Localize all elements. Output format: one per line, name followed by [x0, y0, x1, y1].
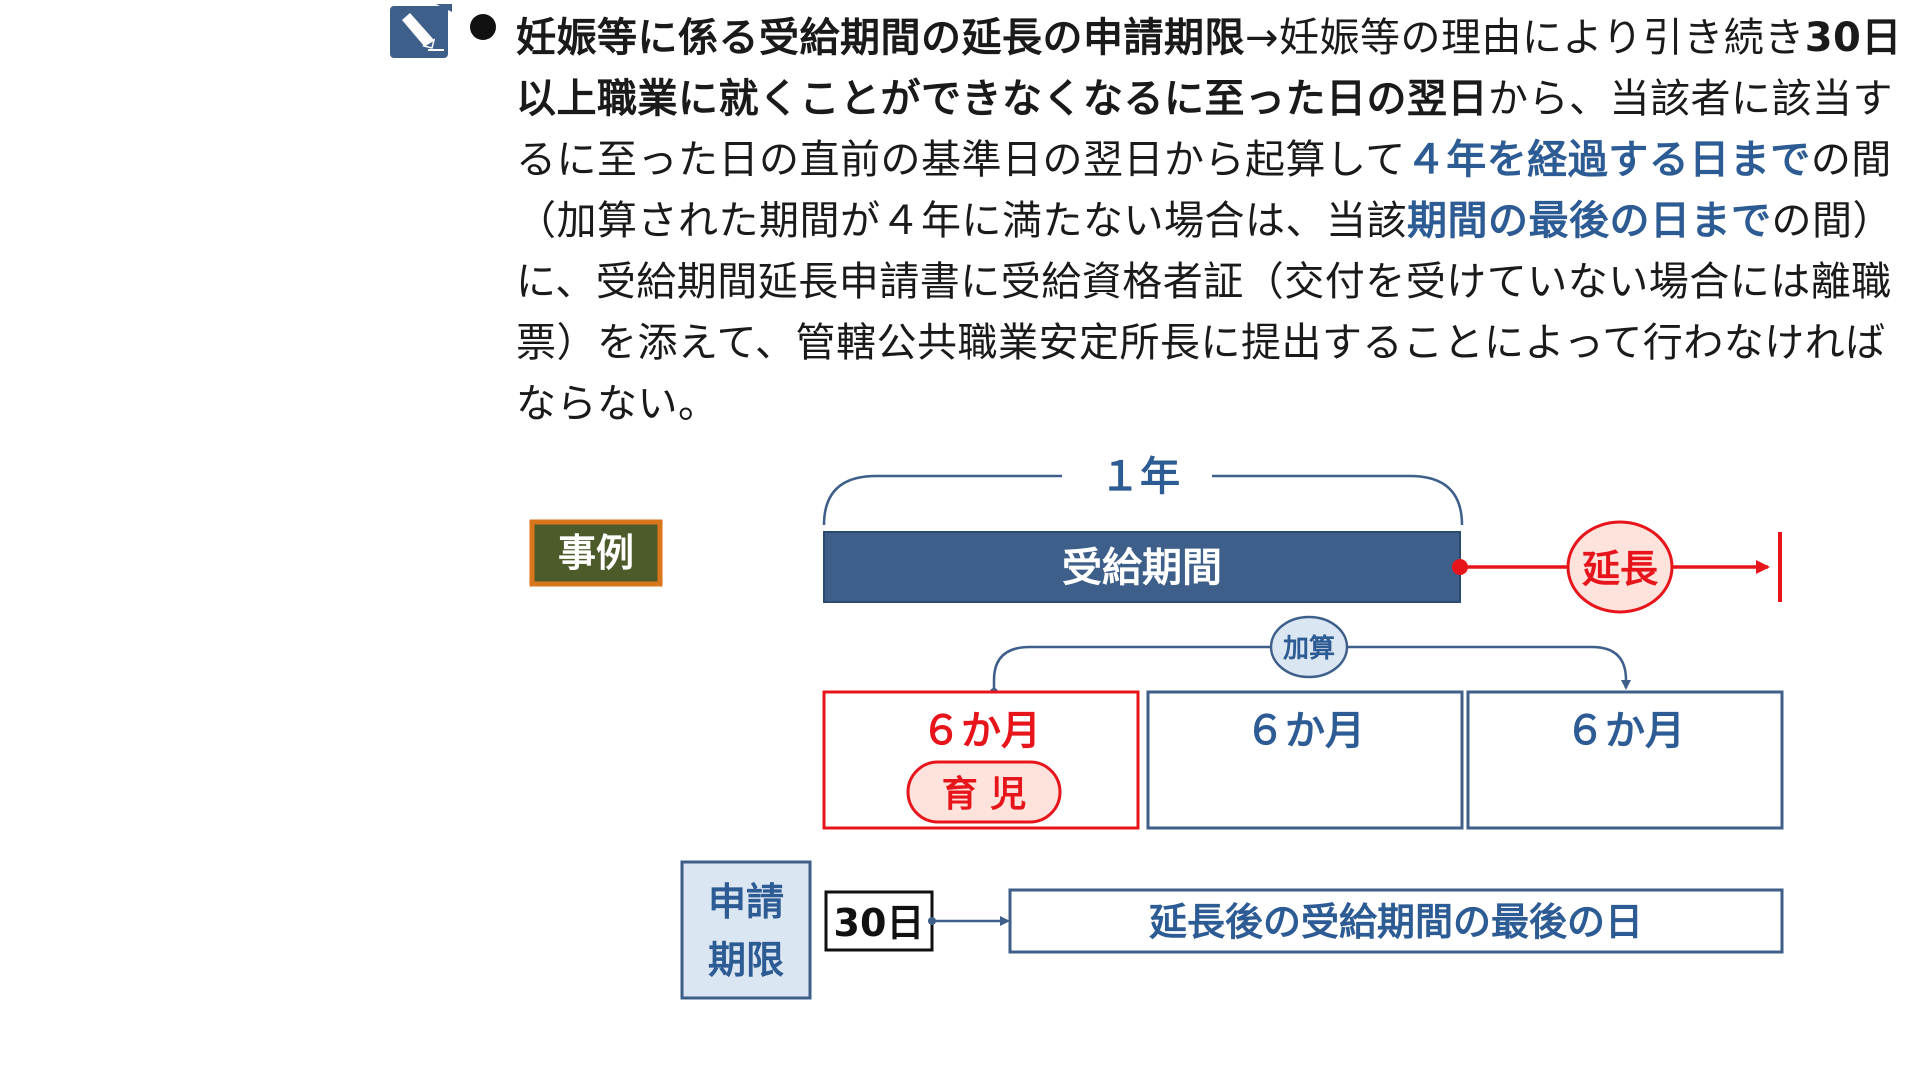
- deadline-arrow: [928, 916, 1010, 926]
- year-label: １年: [1100, 454, 1180, 500]
- last-day-box: 延長後の受給期間の最後の日: [1008, 888, 1784, 954]
- paragraph-segment: から、当該者に該当するに至った日の直前の基準日の翌日から起算して: [516, 76, 1893, 183]
- addition-arc: 加算: [990, 615, 1631, 696]
- pencil-icon: [390, 4, 452, 58]
- paragraph-segment: の間）に、受給期間延長申請書に受給資格者証（交付を受けていない場合には離職票）を…: [516, 198, 1893, 427]
- paragraph-segment: の間（加算された期間が４年に満たない場合は、当該: [516, 137, 1892, 244]
- paragraph-segment: ４年を経過する日まで: [1405, 137, 1811, 183]
- last-day-label: 延長後の受給期間の最後の日: [1149, 900, 1643, 944]
- year-brace: １年: [822, 454, 1464, 526]
- extension-arrow: 延長: [1452, 520, 1782, 614]
- benefit-period-bar: 受給期間: [823, 531, 1461, 603]
- block-3-label: ６か月: [1565, 708, 1685, 754]
- block-2: ６か月: [1146, 690, 1464, 830]
- extension-label: 延長: [1582, 547, 1659, 591]
- deadline-label-line2: 期限: [708, 938, 784, 982]
- block-3: ６か月: [1466, 690, 1784, 830]
- paragraph-segment: 妊娠等に係る受給期間の延長の申請期限: [516, 15, 1245, 61]
- block-2-label: ６か月: [1245, 708, 1365, 754]
- childcare-tag: 育 児: [942, 774, 1027, 815]
- example-label: 事例: [558, 531, 634, 575]
- description-paragraph: 妊娠等に係る受給期間の延長の申請期限→妊娠等の理由により引き続き30日以上職業に…: [516, 8, 1906, 435]
- addition-label: 加算: [1283, 633, 1335, 664]
- example-badge: 事例: [529, 519, 663, 587]
- paragraph-segment: 30日以上職業に就くことができなくなるに至った日の翌日: [516, 15, 1902, 122]
- thirty-days-box: 30日: [824, 890, 934, 952]
- deadline-label-line1: 申請: [708, 880, 784, 924]
- block-childcare: ６か月 育 児: [822, 690, 1140, 830]
- block-1-label: ６か月: [921, 708, 1041, 754]
- bullet-icon: [470, 14, 496, 40]
- paragraph-segment: →妊娠等の理由により引き続き: [1245, 15, 1805, 61]
- thirty-days-label: 30日: [834, 901, 925, 945]
- paragraph-segment: 期間の最後の日まで: [1407, 198, 1772, 244]
- deadline-badge: 申請 期限: [680, 860, 812, 1000]
- benefit-period-label: 受給期間: [1062, 545, 1222, 591]
